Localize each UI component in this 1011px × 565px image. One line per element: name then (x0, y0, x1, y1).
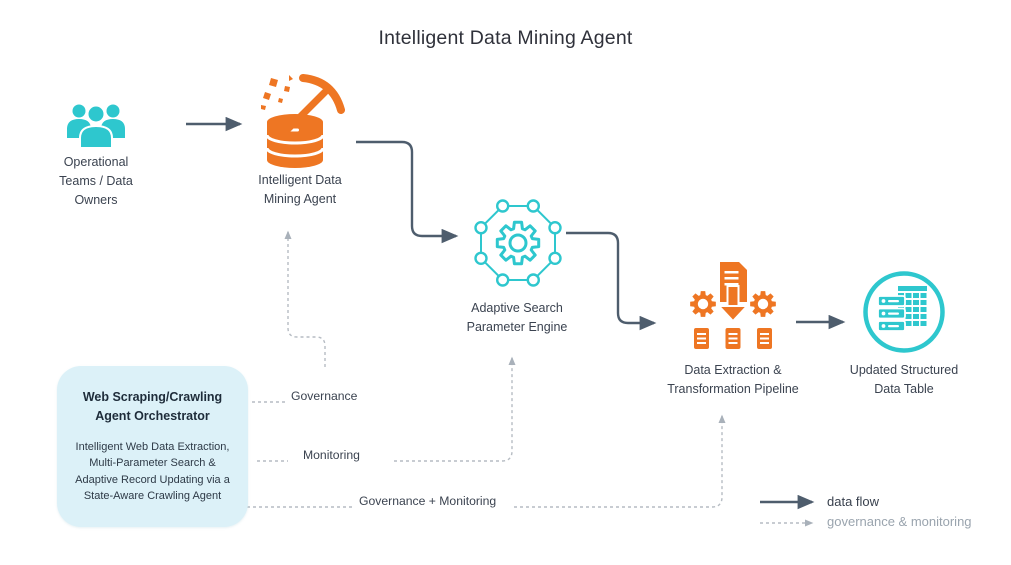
agent-node-label: Intelligent Data Mining Agent (258, 173, 342, 206)
document-transform-gears-icon (686, 260, 780, 350)
page-title: Intelligent Data Mining Agent (378, 27, 633, 49)
table-node-label: Updated Structured Data Table (849, 363, 959, 396)
people-group-icon (64, 102, 128, 149)
orchestrator-box: Web Scraping/Crawling Agent Orchestrator… (57, 366, 248, 527)
pipeline-node-label: Data Extraction & Transformation Pipelin… (667, 363, 799, 396)
arrow-engine-to-pipeline (566, 231, 657, 331)
governance-line-to-agent (284, 230, 326, 367)
gear-network-icon (466, 191, 570, 295)
legend-governance-monitoring-label: governance & monitoring (827, 514, 972, 529)
monitoring-label: Monitoring (303, 448, 360, 462)
govmon-line-to-pipeline (514, 414, 726, 508)
database-pickaxe-icon (255, 72, 345, 172)
monitoring-line-to-engine (394, 356, 516, 462)
legend-data-flow-label: data flow (827, 494, 880, 509)
governance-monitoring-label: Governance + Monitoring (359, 494, 497, 508)
teams-node-label: Operational Teams / Data Owners (59, 155, 133, 207)
orchestrator-title: Web Scraping/Crawling Agent Orchestrator (82, 390, 223, 423)
orchestrator-description: Intelligent Web Data Extraction, Multi-P… (75, 440, 230, 503)
governance-label: Governance (291, 389, 358, 403)
arrow-agent-to-engine (356, 140, 459, 244)
server-table-circle-icon (861, 269, 947, 355)
engine-node-label: Adaptive Search Parameter Engine (466, 301, 568, 334)
